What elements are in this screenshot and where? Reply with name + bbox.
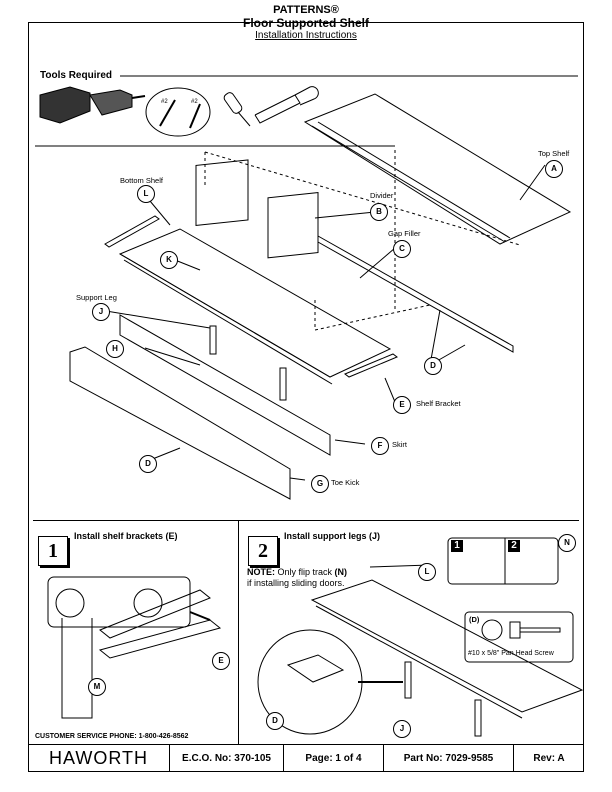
left-bracket-drawing <box>104 215 160 248</box>
track-inset-box <box>447 537 559 585</box>
tools-heading: Tools Required <box>40 70 113 81</box>
screwdriver-icon <box>223 92 251 127</box>
page-number: Page: 1 of 4 <box>284 744 384 772</box>
brand-name: PATTERNS® <box>273 4 339 16</box>
label-top-shelf: Top Shelf <box>538 149 570 158</box>
step1-title: Install shelf brackets (E) <box>74 531 178 541</box>
step1-drawing <box>47 576 222 719</box>
drill-icon <box>39 86 146 124</box>
step2-note: NOTE: Only flip track (N) if installing … <box>247 567 347 589</box>
step2-callout-d: D <box>266 712 284 730</box>
step2-number: 2 <box>248 536 278 566</box>
support-leg-1 <box>209 325 217 355</box>
callout-b: B <box>370 203 388 221</box>
screw-spec: #10 x 5/8" Pan Head Screw <box>468 650 554 657</box>
gap-filler-drawing <box>317 235 514 353</box>
step2-callout-l: L <box>418 563 436 581</box>
screw-callout: (D) <box>469 615 480 624</box>
step1-number: 1 <box>38 536 68 566</box>
step2-drawing <box>257 537 584 737</box>
rotate-icon-1 <box>55 588 85 618</box>
label-gap-filler: Gap Filler <box>388 229 421 238</box>
wrench-icon <box>254 86 319 124</box>
bits-magnifier-icon <box>145 87 211 137</box>
toe-kick-drawing <box>69 346 291 500</box>
callout-l: L <box>137 185 155 203</box>
label-bottom-shelf: Bottom Shelf <box>120 176 163 185</box>
label-support-leg: Support Leg <box>76 293 117 302</box>
callout-f: F <box>371 437 389 455</box>
footer-rule <box>28 744 584 745</box>
callout-j: J <box>92 303 110 321</box>
step2-callout-n: N <box>558 534 576 552</box>
divider-panel-1 <box>195 159 249 226</box>
bit-label-1: #2 <box>161 99 168 105</box>
callout-a: A <box>545 160 563 178</box>
step1-callout-m: M <box>88 678 106 696</box>
label-divider: Divider <box>370 191 394 200</box>
part-number: Part No: 7029-9585 <box>384 744 514 772</box>
step-divider <box>238 520 239 744</box>
page-frame <box>28 22 584 772</box>
bottom-shelf-drawing <box>118 228 392 385</box>
note-text-1: Only flip track <box>275 567 335 577</box>
doc-type: Installation Instructions <box>255 30 357 41</box>
step1-callout-e: E <box>212 652 230 670</box>
footer: HAWORTH E.C.O. No: 370-105 Page: 1 of 4 … <box>28 744 584 772</box>
note-label: NOTE: <box>247 567 275 577</box>
callout-d: D <box>424 357 442 375</box>
section-divider <box>33 520 579 521</box>
callout-g: G <box>311 475 329 493</box>
support-leg-2 <box>279 367 287 401</box>
note-text-2: if installing sliding doors. <box>247 578 345 588</box>
note-n: (N) <box>334 567 348 577</box>
inset-1-label: 1 <box>451 540 463 552</box>
top-shelf-drawing <box>303 93 572 245</box>
label-toe-kick: Toe Kick <box>331 478 360 487</box>
inset-2-label: 2 <box>508 540 520 552</box>
product-name: Floor Supported Shelf <box>243 16 369 30</box>
revision: Rev: A <box>533 752 565 764</box>
callout-d-2: D <box>139 455 157 473</box>
skirt-drawing <box>119 314 331 456</box>
callout-k: K <box>160 251 178 269</box>
callout-e: E <box>393 396 411 414</box>
shelf-bracket-drawing <box>344 353 398 378</box>
customer-service-phone: CUSTOMER SERVICE PHONE: 1-800-426-8562 <box>35 733 189 740</box>
rotate-icon-2 <box>133 588 163 618</box>
label-shelf-bracket: Shelf Bracket <box>416 399 461 408</box>
document-title: PATTERNS® Floor Supported Shelf Installa… <box>0 4 612 41</box>
eco-number: E.C.O. No: 370-105 <box>170 744 284 772</box>
divider-panel-2 <box>267 192 319 259</box>
step2-title: Install support legs (J) <box>284 531 381 541</box>
callout-c: C <box>393 240 411 258</box>
callout-h: H <box>106 340 124 358</box>
step2-callout-j: J <box>393 720 411 738</box>
bit-label-2: #2 <box>191 99 198 105</box>
haworth-logo: HAWORTH <box>28 744 170 772</box>
screw-head-icon <box>481 619 503 641</box>
screw-inset-box <box>464 611 574 663</box>
label-skirt: Skirt <box>392 440 407 449</box>
